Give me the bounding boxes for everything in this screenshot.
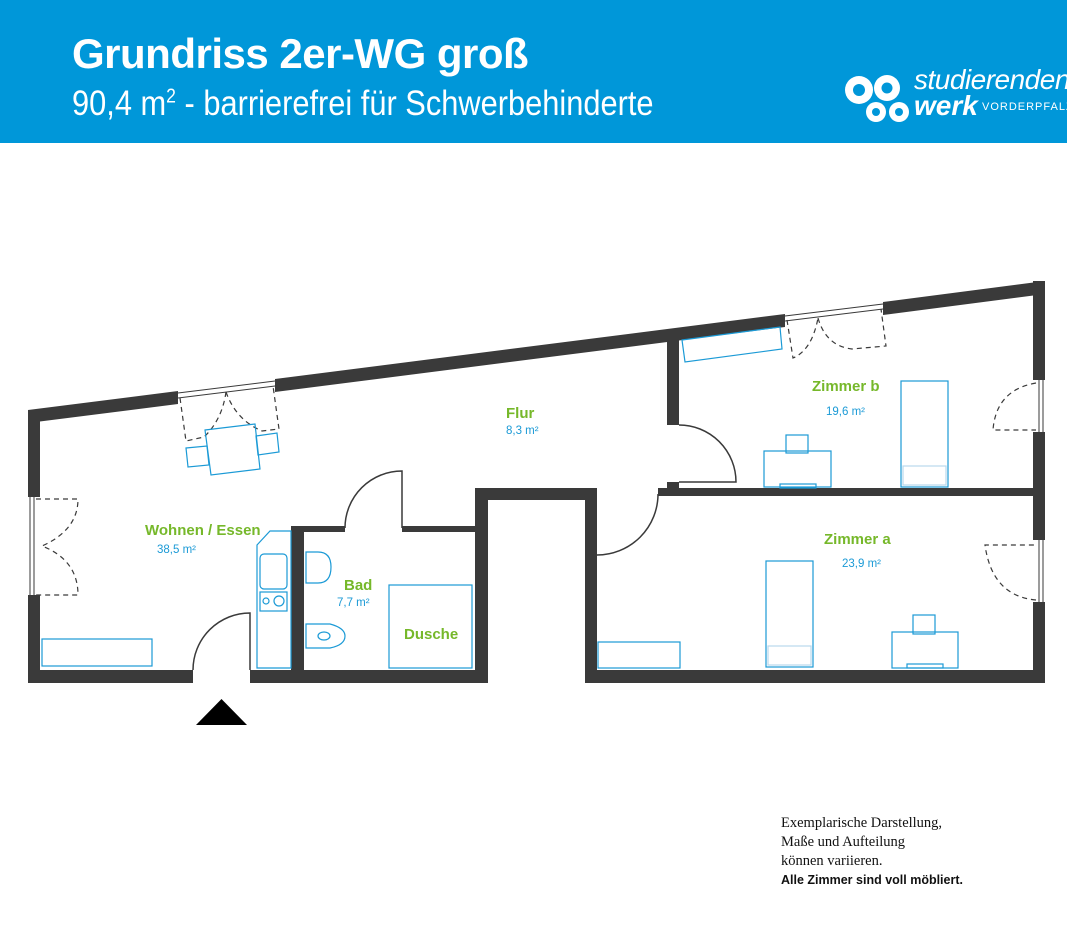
sideboard	[41, 638, 153, 667]
room-area-wohnen: 38,5 m²	[157, 544, 196, 556]
note-line-bold: Alle Zimmer sind voll möbliert.	[781, 873, 963, 887]
page-subtitle: 90,4 m2 - barrierefrei für Schwerbehinde…	[72, 84, 654, 124]
desk	[763, 450, 832, 488]
dining-table	[204, 423, 261, 476]
room-label-wohnen: Wohnen / Essen	[145, 522, 261, 539]
desk	[891, 631, 959, 669]
room-area-flur: 8,3 m²	[506, 425, 539, 437]
header-banner: Grundriss 2er-WG groß 90,4 m2 - barriere…	[0, 0, 1067, 143]
shower	[388, 584, 473, 669]
washbasin	[305, 551, 332, 584]
room-label-bad: Bad	[344, 577, 372, 594]
room-label-dusche: Dusche	[404, 626, 458, 643]
desk-chair	[785, 434, 809, 454]
note-line: Exemplarische Darstellung,	[781, 815, 943, 831]
room-area-zimmer-a: 23,9 m²	[842, 558, 881, 570]
disclaimer-note: Exemplarische Darstellung, Maße und Auft…	[781, 814, 963, 890]
logo-text-1: studierenden	[914, 64, 1067, 95]
kitchen-counter	[256, 530, 292, 669]
room-area-zimmer-b: 19,6 m²	[826, 406, 865, 418]
sink	[259, 553, 288, 590]
note-line: Maße und Aufteilung	[781, 834, 906, 850]
page-title: Grundriss 2er-WG groß	[72, 30, 529, 77]
chair	[255, 432, 280, 456]
stove	[259, 591, 288, 612]
zimmer-b-door	[678, 424, 737, 483]
subtitle-text: - barrierefrei für Schwerbehinderte	[175, 84, 654, 123]
bad-door	[344, 470, 403, 529]
room-label-zimmer-a: Zimmer a	[824, 531, 891, 548]
walls	[28, 281, 1045, 683]
desk-chair	[912, 614, 936, 635]
entrance-arrow-icon	[196, 699, 247, 725]
sideboard	[597, 641, 681, 669]
doors	[192, 424, 737, 671]
shelf	[681, 326, 783, 363]
toilet	[305, 623, 346, 649]
logo-text-3: VORDERPFALZ	[982, 101, 1067, 113]
logo-text-2: werk	[914, 90, 978, 121]
subtitle-sup: 2	[166, 85, 176, 108]
chair	[185, 445, 210, 468]
furniture	[41, 326, 959, 669]
entrance-door	[192, 612, 251, 671]
gears-icon	[845, 75, 909, 122]
room-label-flur: Flur	[506, 405, 534, 422]
studierendenwerk-logo: studierenden werk VORDERPFALZ	[842, 64, 1067, 126]
room-area-bad: 7,7 m²	[337, 597, 370, 609]
room-label-zimmer-b: Zimmer b	[812, 378, 880, 395]
bed	[900, 380, 949, 488]
window-swings	[36, 308, 1037, 601]
subtitle-area: 90,4 m	[72, 84, 167, 123]
bed	[765, 560, 814, 668]
note-line: können variieren.	[781, 853, 883, 869]
zimmer-a-door	[596, 493, 659, 556]
